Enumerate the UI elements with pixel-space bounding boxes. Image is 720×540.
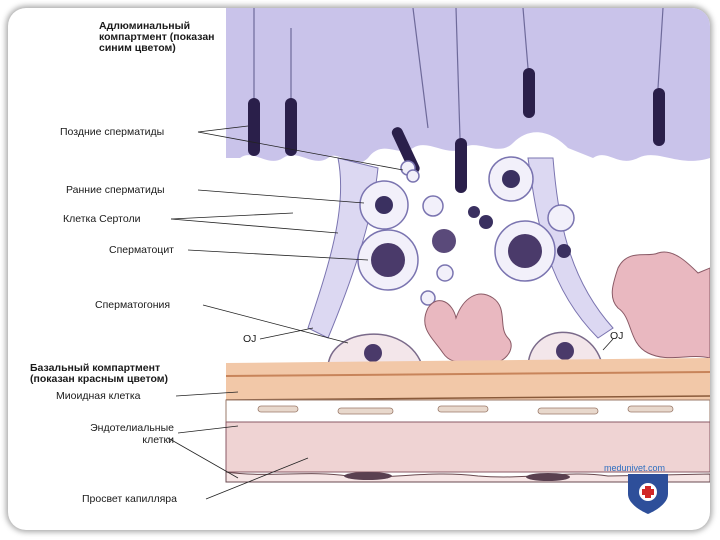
label-capillary-lumen: Просвет капилляра: [82, 493, 177, 505]
label-endothelial-cells: Эндотелиальные клетки: [62, 422, 174, 446]
label-early-spermatids: Ранние сперматиды: [66, 184, 165, 196]
adluminal-compartment: [226, 8, 710, 163]
adluminal-heading-line-2: компартмент (показан: [99, 31, 215, 43]
label-endothelial-line-2: клетки: [142, 434, 174, 446]
label-spermatogonia: Сперматогония: [95, 299, 171, 311]
label-sertoli-cell: Клетка Сертоли: [63, 213, 141, 225]
adluminal-heading-line-1: Адлюминальный: [99, 20, 191, 32]
label-oj-left: OJ: [243, 333, 257, 345]
cell-nuclei: [371, 170, 571, 277]
basal-heading-line-1: Базальный компартмент: [30, 362, 161, 374]
late-spermatids: [253, 8, 664, 139]
slide-frame: Адлюминальный компартмент (показан синим…: [8, 8, 710, 530]
basal-compartment: [226, 358, 710, 400]
site-logo: [628, 474, 668, 514]
basal-heading-line-2: (показан красным цветом): [30, 373, 169, 385]
adluminal-heading: Адлюминальный компартмент (показан синим…: [99, 21, 215, 54]
watermark-site: medunivet.com: [604, 463, 666, 473]
pink-cell-left: [424, 293, 512, 365]
label-late-spermatids: Поздние сперматиды: [60, 126, 165, 138]
diagram: [167, 8, 710, 514]
pink-cell-right: [611, 251, 710, 359]
adluminal-heading-line-3: синим цветом): [99, 42, 176, 54]
label-myoid-cell: Миоидная клетка: [56, 390, 141, 402]
label-spermatocyte: Сперматоцит: [109, 244, 174, 256]
leader-lines: [167, 125, 614, 500]
capillary-lumen: [225, 421, 710, 473]
endothelium: [225, 471, 710, 483]
label-oj-right: OJ: [610, 330, 624, 342]
basal-heading: Базальный компартмент (показан красным ц…: [30, 363, 168, 385]
label-endothelial-line-1: Эндотелиальные: [90, 422, 174, 434]
